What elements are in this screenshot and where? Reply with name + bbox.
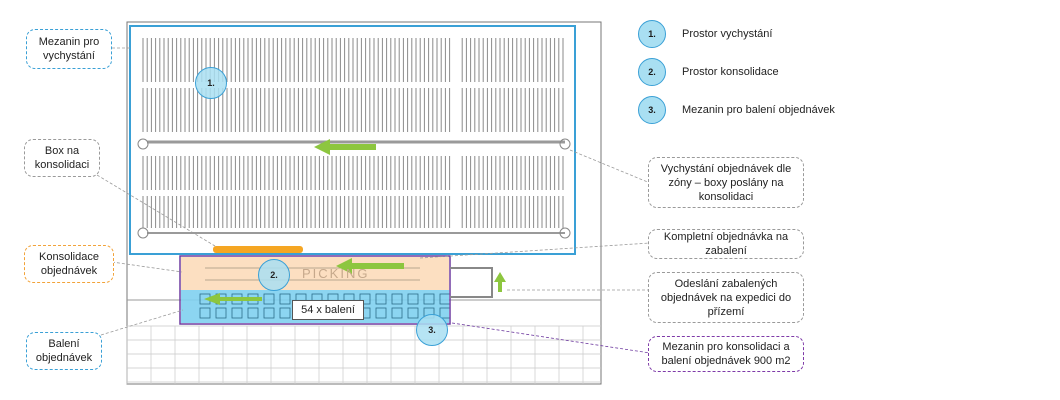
picking-mezzanine-frame — [129, 25, 576, 255]
legend-marker: 3. — [638, 96, 666, 124]
callout-kompletni: Kompletní objednávka na zabalení — [648, 229, 804, 259]
consolidation-box — [213, 246, 303, 253]
consolidation-area — [181, 257, 449, 290]
marker-1: 1. — [195, 67, 227, 99]
legend-item-1: 1. Prostor vychystání — [638, 20, 772, 48]
arrow-packing — [204, 293, 262, 305]
marker-3: 3. — [416, 314, 448, 346]
callout-mezanin-picking: Mezanin pro vychystání — [26, 29, 112, 69]
callout-konsolidace: Konsolidace objednávek — [24, 245, 114, 283]
marker-2: 2. — [258, 259, 290, 291]
legend-marker: 1. — [638, 20, 666, 48]
legend-label: Mezanin pro balení objednávek — [682, 104, 835, 116]
picking-racks — [142, 38, 564, 228]
callout-box-konsolidace: Box na konsolidaci — [24, 139, 100, 177]
legend-marker: 2. — [638, 58, 666, 86]
arrow-up — [494, 272, 506, 292]
callout-mezanin-baleni: Mezanin pro konsolidaci a balení objedná… — [648, 336, 804, 372]
faint-picking-text: PICKING — [302, 266, 370, 281]
legend-item-3: 3. Mezanin pro balení objednávek — [638, 96, 835, 124]
legend-label: Prostor konsolidace — [682, 66, 779, 78]
mezzanine-outline — [179, 255, 451, 325]
callout-odeslani: Odeslání zabalených objednávek na expedi… — [648, 272, 804, 323]
legend-label: Prostor vychystání — [682, 28, 773, 40]
callout-baleni: Balení objednávek — [26, 332, 102, 370]
arrow-picking — [314, 139, 376, 155]
stations-count-label: 54 x balení — [292, 300, 364, 320]
flow-arrows — [204, 139, 506, 305]
legend-item-2: 2. Prostor konsolidace — [638, 58, 779, 86]
callout-vychystani: Vychystání objednávek dle zóny – boxy po… — [648, 157, 804, 208]
ground-floor-grid — [126, 325, 601, 384]
leader-lines — [96, 47, 651, 354]
arrow-consolidation — [336, 258, 404, 274]
